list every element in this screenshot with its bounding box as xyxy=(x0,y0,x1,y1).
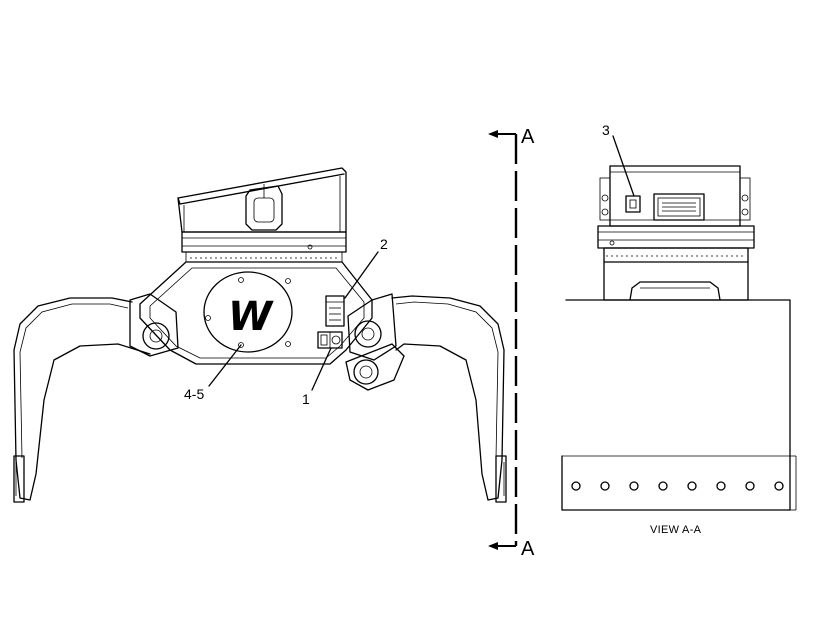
rotator-side-flange xyxy=(597,225,755,263)
leader-2 xyxy=(344,251,379,299)
rotator-side-housing xyxy=(599,165,751,227)
section-arrow-bottom xyxy=(488,542,498,550)
section-arrow-top xyxy=(488,130,498,138)
callout-2: 2 xyxy=(380,236,388,252)
rotator-housing xyxy=(177,167,347,233)
rating-plate xyxy=(653,193,705,221)
callout-1: 1 xyxy=(302,391,310,407)
cylinder-clevis xyxy=(345,343,405,391)
view-a-a: 3 VIEW A-A xyxy=(561,122,797,536)
body-side xyxy=(561,299,791,511)
decal-2 xyxy=(325,295,345,327)
decal-3 xyxy=(625,195,641,213)
section-letter-bottom: A xyxy=(521,538,535,560)
grapple-front-view: W xyxy=(13,167,507,503)
left-pivot xyxy=(129,293,179,357)
leader-4-5 xyxy=(208,344,242,387)
section-line-a-a: A A xyxy=(488,126,535,560)
grapple-body-plate: W xyxy=(139,261,373,365)
left-tine xyxy=(13,297,151,503)
right-pivot xyxy=(347,293,397,361)
body-neck xyxy=(603,261,749,301)
rotator-flange xyxy=(181,231,347,263)
callout-4-5: 4-5 xyxy=(184,386,204,402)
callout-3: 3 xyxy=(602,122,610,138)
leader-3 xyxy=(612,135,635,197)
section-letter-top: A xyxy=(521,126,535,148)
right-tine xyxy=(391,295,507,503)
view-label: VIEW A-A xyxy=(650,524,702,536)
leader-1 xyxy=(311,347,332,391)
bolt-row xyxy=(571,481,784,491)
brand-logo-text: W xyxy=(228,294,274,340)
